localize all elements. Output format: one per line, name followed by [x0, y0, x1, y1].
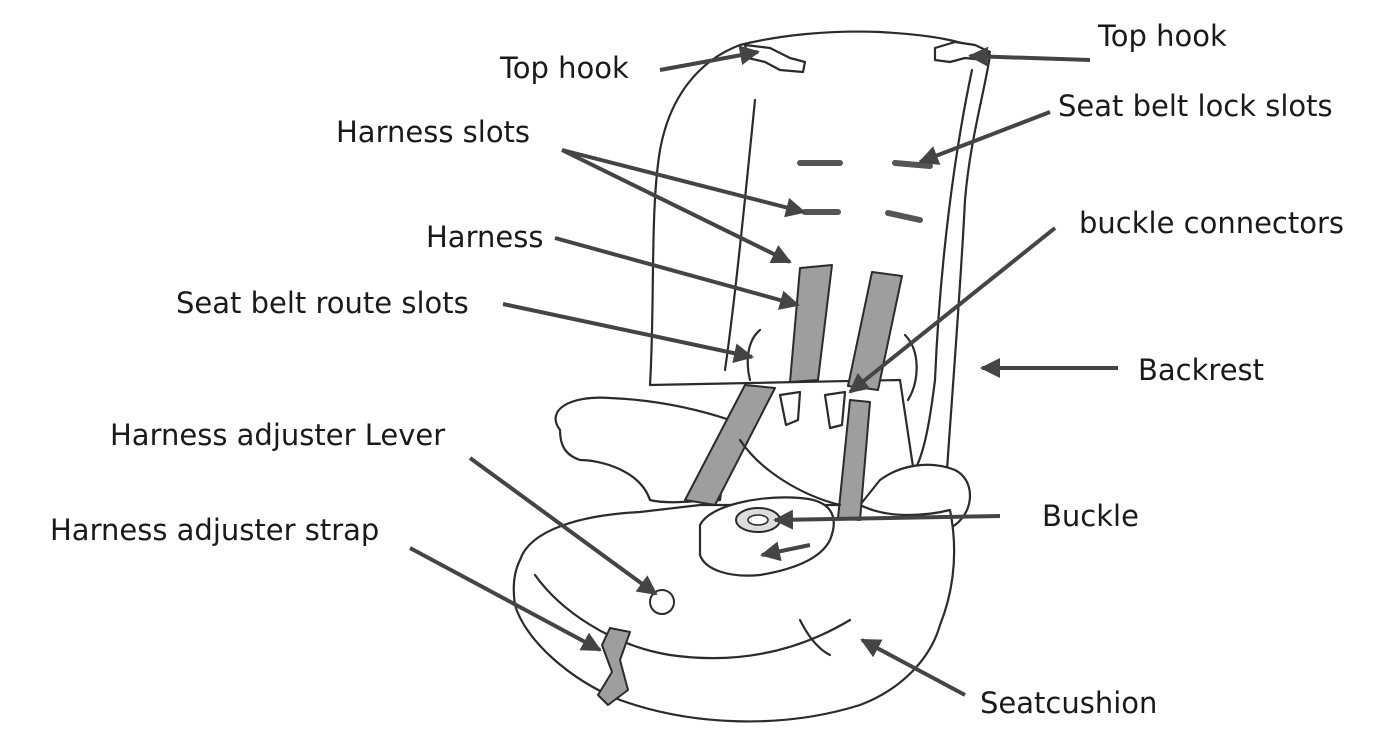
label-top-hook-left: Top hook: [499, 51, 629, 85]
label-harness: Harness: [426, 220, 543, 254]
harness-adjuster-strap-shape: [597, 627, 631, 706]
label-seat-belt-route-slots: Seat belt route slots: [176, 286, 469, 320]
arrow-buckle-2: [760, 541, 811, 562]
label-buckle: Buckle: [1042, 499, 1139, 533]
arrow-buckle-connectors: [848, 226, 1057, 394]
arrow-harness-adjuster-lever: [468, 456, 658, 596]
arrow-harness-slots-1: [561, 148, 806, 218]
arrow-harness-adjuster-strap: [409, 546, 602, 652]
harness-strap-right: [847, 271, 903, 391]
arrow-buckle: [773, 509, 1001, 530]
arrow-top-hook-right: [968, 46, 1091, 67]
label-seatcushion: Seatcushion: [980, 686, 1157, 720]
arrow-top-hook-left: [659, 45, 760, 72]
arrow-seat-belt-route-slots: [502, 302, 754, 364]
label-harness-adjuster-strap: Harness adjuster strap: [50, 513, 379, 547]
arrow-harness: [554, 236, 800, 310]
lap-strap-left: [684, 384, 776, 506]
harness-slot-lower-right: [885, 210, 923, 223]
labels: Top hook Top hook Seat belt lock slots H…: [50, 19, 1344, 720]
label-harness-adjuster-lever: Harness adjuster Lever: [110, 418, 445, 452]
arrow-harness-slots-2: [561, 148, 792, 264]
seat-cushion-crease: [798, 618, 832, 657]
label-seat-belt-lock-slots: Seat belt lock slots: [1058, 89, 1333, 123]
harness-adjuster-lever-shape: [649, 589, 675, 615]
label-top-hook-right: Top hook: [1097, 19, 1227, 53]
top-hook-right-shape: [933, 40, 992, 64]
car-seat-illustration: [512, 30, 992, 723]
arrow-seatcushion: [860, 638, 966, 697]
harness-slot-upper-right: [892, 160, 933, 169]
chest-area-line: [738, 438, 842, 507]
harness-strap-left: [789, 264, 833, 383]
backrest-right-inner: [903, 333, 918, 402]
arrow-seat-belt-lock-slots: [918, 110, 1051, 165]
buckle-connector-right: [823, 390, 847, 430]
crotch-pad: [698, 496, 835, 577]
label-backrest: Backrest: [1138, 353, 1264, 387]
label-harness-slots: Harness slots: [336, 115, 530, 149]
label-buckle-connectors: buckle connectors: [1079, 206, 1344, 240]
seat-cushion-inner: [533, 573, 852, 660]
buckle-connector-left: [778, 390, 802, 427]
leader-arrows: [409, 45, 1118, 697]
backrest-left-edge: [723, 98, 757, 372]
buckle-button: [747, 514, 769, 526]
